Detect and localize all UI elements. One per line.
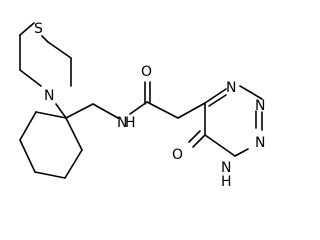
atom-o-amide: O [141, 64, 152, 80]
bond [239, 85, 263, 100]
atom-n-triazine-1: N [226, 80, 236, 96]
structure-svg: S N N H O O N N N N H [19, 21, 265, 190]
bond [41, 35, 49, 43]
bond [208, 94, 227, 107]
atom-n-triazine-4: N [221, 160, 231, 176]
bond [35, 111, 67, 119]
molecule-diagram: S N N H O O N N N N H [19, 21, 265, 190]
bond [188, 130, 201, 143]
atom-n-morpholine: N [44, 88, 54, 104]
bond [234, 148, 249, 157]
bond [19, 69, 42, 87]
bond [47, 41, 72, 59]
triazine-ring [204, 85, 263, 157]
bond [204, 88, 227, 104]
atom-n-triazine-2: N [255, 98, 265, 114]
atom-h-amide: H [125, 115, 136, 131]
bond [204, 134, 236, 157]
bond [64, 149, 83, 179]
atom-n-triazine-3: N [255, 135, 265, 151]
bond [177, 102, 206, 119]
bond [146, 101, 179, 119]
bond [19, 111, 37, 141]
bond [19, 22, 35, 36]
atom-n-amide: N [117, 115, 127, 131]
bond [92, 103, 119, 119]
atom-s: S [34, 21, 43, 37]
bond [34, 171, 66, 179]
bond [65, 117, 83, 151]
bond [55, 103, 67, 119]
atom-o-ring: O [172, 147, 183, 163]
thiomorpholine-ring [19, 22, 72, 87]
bond [19, 139, 36, 173]
bond [192, 134, 206, 148]
bond [129, 101, 148, 115]
cyclohexane-ring [19, 111, 83, 179]
atom-h-triazine: H [221, 174, 232, 190]
bond [65, 103, 94, 119]
